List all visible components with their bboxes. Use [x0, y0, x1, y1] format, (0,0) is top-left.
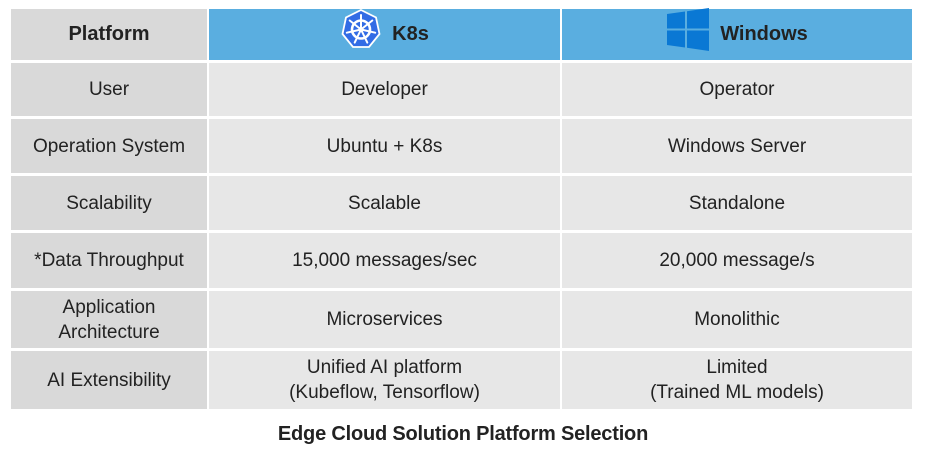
cell-line: (Kubeflow, Tensorflow): [289, 382, 480, 403]
cell-windows-application-architecture: Monolithic: [562, 291, 912, 348]
cell-line: Limited: [706, 357, 768, 378]
header-windows-cell: Windows: [562, 7, 912, 60]
cell-k8s-ai-extensibility: Unified AI platform (Kubeflow, Tensorflo…: [209, 351, 560, 409]
cell-k8s-user: Developer: [209, 63, 560, 116]
cell-windows-scalability: Standalone: [562, 176, 912, 230]
row-label-text: User: [88, 79, 130, 100]
header-k8s-cell: K8s: [209, 8, 560, 60]
header-k8s-label: K8s: [392, 23, 429, 45]
row-label-text: *Data Throughput: [34, 250, 184, 271]
cell-text: Operator: [699, 79, 775, 100]
cell-k8s-application-architecture: Microservices: [209, 291, 560, 348]
cell-text: Standalone: [688, 192, 786, 214]
row-label-text: Operation System: [32, 135, 186, 157]
header-platform-label: Platform: [68, 23, 150, 45]
row-label-operation-system: Operation System: [11, 119, 207, 173]
cell-k8s-operation-system: Ubuntu + K8s: [209, 119, 560, 173]
row-label-application-architecture: Application Architecture: [11, 291, 207, 348]
row-label-ai-extensibility: AI Extensibility: [11, 351, 207, 409]
row-label-data-throughput: *Data Throughput: [11, 233, 207, 288]
comparison-table: Platform K8s: [11, 7, 912, 409]
row-label-text: Scalability: [66, 192, 152, 214]
cell-text: 20,000 message/s: [659, 250, 815, 271]
cell-text: Monolithic: [694, 309, 780, 330]
cell-line: Unified AI platform: [306, 357, 463, 378]
row-label-scalability: Scalability: [11, 176, 207, 230]
row-label-user: User: [11, 63, 207, 116]
cell-text: 15,000 messages/sec: [292, 250, 477, 271]
cell-windows-data-throughput: 20,000 message/s: [562, 233, 912, 288]
header-platform-cell: Platform: [11, 9, 207, 60]
cell-windows-ai-extensibility: Limited (Trained ML models): [562, 351, 912, 409]
cell-windows-operation-system: Windows Server: [562, 119, 912, 173]
cell-text: Ubuntu + K8s: [326, 135, 443, 157]
cell-text: Microservices: [326, 309, 443, 330]
cell-k8s-scalability: Scalable: [209, 176, 560, 230]
row-label-text: AI Extensibility: [47, 369, 171, 391]
cell-windows-user: Operator: [562, 63, 912, 116]
cell-text: Scalable: [348, 192, 421, 214]
cell-k8s-data-throughput: 15,000 messages/sec: [209, 233, 560, 288]
windows-logo-icon: [667, 7, 710, 51]
kubernetes-logo-icon: [341, 8, 381, 48]
cell-text: Developer: [341, 79, 428, 100]
cell-text: Windows Server: [667, 135, 807, 157]
table-caption: Edge Cloud Solution Platform Selection: [277, 423, 649, 445]
row-label-line: Application: [62, 296, 156, 318]
header-windows-label: Windows: [720, 23, 808, 45]
row-label-line: Architecture: [58, 321, 160, 343]
cell-line: (Trained ML models): [650, 382, 824, 403]
